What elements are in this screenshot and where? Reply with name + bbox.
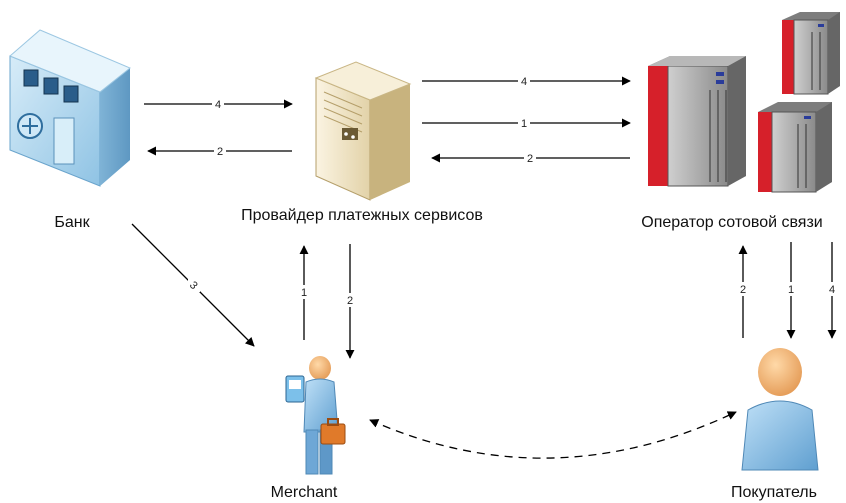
edge-label: 1 xyxy=(521,118,527,130)
edge-label: 2 xyxy=(347,295,353,307)
edge-label: 2 xyxy=(527,153,533,165)
node-label-operator: Оператор сотовой связи xyxy=(641,214,822,231)
node-label-bank: Банк xyxy=(54,214,90,231)
node-label-provider: Провайдер платежных сервисов xyxy=(241,207,483,224)
edge-buyer-merchant-dashed xyxy=(369,411,737,459)
edges: 4 2 4 1 2 3 1 2 2 1 xyxy=(131,74,838,459)
node-label-buyer: Покупатель xyxy=(731,484,817,501)
server-tower-icon xyxy=(314,61,412,201)
node-label-merchant: Merchant xyxy=(271,484,338,501)
edge-label: 4 xyxy=(215,99,221,111)
edge-label: 4 xyxy=(521,76,527,88)
edge-label: 4 xyxy=(829,284,835,296)
merchant-person-icon xyxy=(285,356,346,475)
mainframe-servers-icon xyxy=(648,12,840,193)
edge-label: 1 xyxy=(301,287,307,299)
bank-building-icon xyxy=(9,29,131,187)
edge-label: 1 xyxy=(788,284,794,296)
edge-label: 2 xyxy=(217,146,223,158)
buyer-person-icon xyxy=(741,348,819,471)
edge-label: 2 xyxy=(740,284,746,296)
